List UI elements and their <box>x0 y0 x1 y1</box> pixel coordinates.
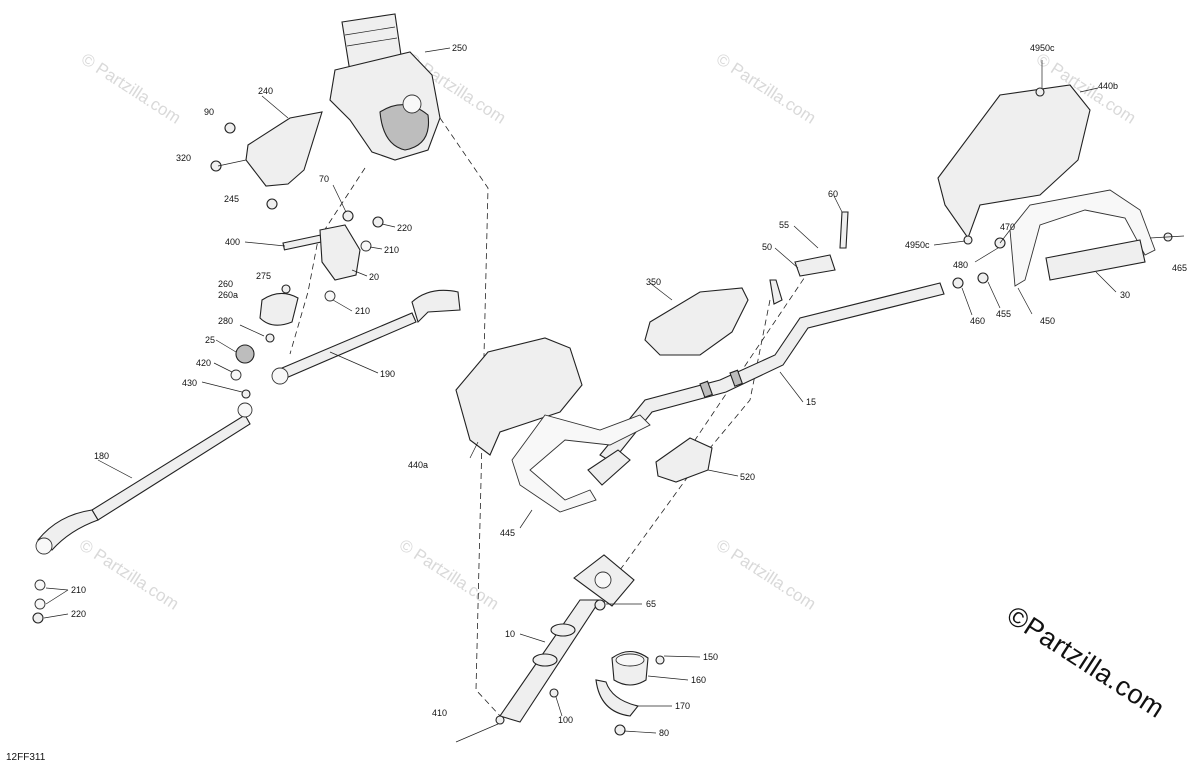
callout-labels: 250 240 90 320 70 245 220 210 400 20 275… <box>71 43 1187 738</box>
hardware-parts <box>210 122 384 399</box>
callout-label: 250 <box>452 43 467 53</box>
callout-label: 420 <box>196 358 211 368</box>
handlebar-pad-part <box>644 287 749 356</box>
callout-label: 280 <box>218 316 233 326</box>
handlebar-part <box>587 282 945 486</box>
callout-label: 160 <box>691 675 706 685</box>
callout-label: 460 <box>970 316 985 326</box>
callout-label: 260 <box>218 279 233 289</box>
callout-label: 170 <box>675 701 690 711</box>
callout-label: 445 <box>500 528 515 538</box>
callout-label: 65 <box>646 599 656 609</box>
callout-label: 220 <box>397 223 412 233</box>
callout-label: 260a <box>218 290 238 300</box>
callout-label: 4950c <box>1030 43 1055 53</box>
callout-label: 180 <box>94 451 109 461</box>
callout-label: 220 <box>71 609 86 619</box>
watermark: © Partzilla.com <box>713 49 819 127</box>
callout-label: 210 <box>71 585 86 595</box>
handguard-bracket-445-part <box>511 414 651 513</box>
clamp-520-part <box>655 437 713 483</box>
callout-label: 245 <box>224 194 239 204</box>
callout-label: 20 <box>369 272 379 282</box>
callout-label: 70 <box>319 174 329 184</box>
leader-lines <box>43 47 1117 734</box>
callout-label: 80 <box>659 728 669 738</box>
callout-label: 55 <box>779 220 789 230</box>
handguard-440a-part <box>455 337 583 456</box>
callout-label: 520 <box>740 472 755 482</box>
watermark: © Partzilla.com <box>396 535 502 613</box>
callout-label: 465 <box>1172 263 1187 273</box>
watermark: © Partzilla.com <box>713 535 819 613</box>
tie-rod-180-part <box>32 402 253 624</box>
callout-label: 50 <box>762 242 772 252</box>
tie-rod-190-part <box>271 289 461 385</box>
steering-actuator-part <box>329 13 441 161</box>
callout-label: 320 <box>176 153 191 163</box>
steering-column-part <box>455 554 635 743</box>
end-hardware <box>769 87 1185 305</box>
callout-label: 240 <box>258 86 273 96</box>
callout-label: 150 <box>703 652 718 662</box>
callout-label: 30 <box>1120 290 1130 300</box>
bearing-and-clamp-part <box>595 650 665 736</box>
callout-label: 440a <box>408 460 428 470</box>
callout-label: 275 <box>256 271 271 281</box>
callout-label: 440b <box>1098 81 1118 91</box>
callout-label: 190 <box>380 369 395 379</box>
callout-label: 430 <box>182 378 197 388</box>
callout-label: 25 <box>205 335 215 345</box>
watermark: © Partzilla.com <box>76 535 182 613</box>
callout-label: 90 <box>204 107 214 117</box>
watermark: © Partzilla.com <box>78 49 184 127</box>
callout-label: 4950c <box>905 240 930 250</box>
callout-label: 60 <box>828 189 838 199</box>
callout-label: 100 <box>558 715 573 725</box>
callout-label: 400 <box>225 237 240 247</box>
callout-label: 10 <box>505 629 515 639</box>
callout-label: 480 <box>953 260 968 270</box>
callout-label: 450 <box>1040 316 1055 326</box>
callout-label: 470 <box>1000 222 1015 232</box>
handguard-440b-part <box>937 84 1091 240</box>
handguard-bracket-450-part <box>1009 189 1156 287</box>
diagram-code: 12FF311 <box>6 752 46 763</box>
callout-label: 455 <box>996 309 1011 319</box>
grip-part <box>1045 239 1146 281</box>
callout-label: 210 <box>384 245 399 255</box>
callout-label: 210 <box>355 306 370 316</box>
callout-label: 350 <box>646 277 661 287</box>
callout-label: 15 <box>806 397 816 407</box>
bracket-part <box>245 111 323 187</box>
callout-label: 410 <box>432 708 447 718</box>
